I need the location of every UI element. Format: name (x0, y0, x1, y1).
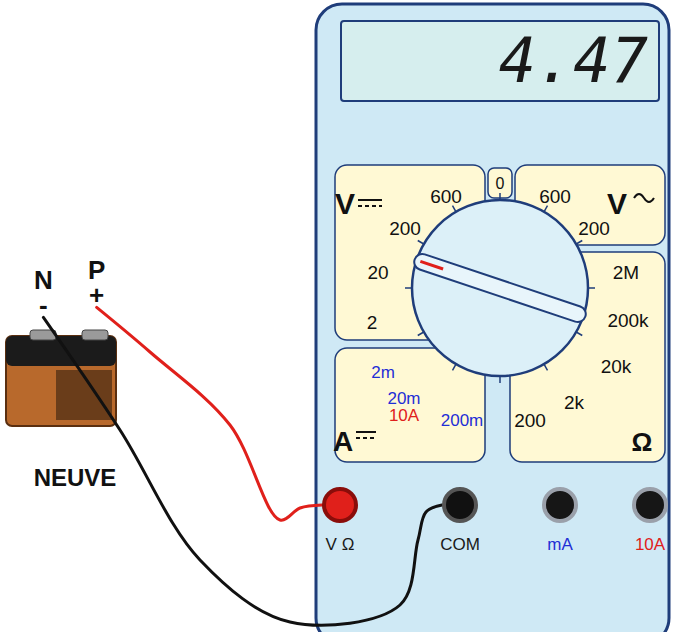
dial-tick (418, 241, 424, 245)
dial-tick (576, 241, 582, 245)
off-position: 0 (496, 176, 505, 192)
range-value: 200 (578, 219, 610, 238)
dial-ticks (405, 193, 595, 383)
range-value: 2 (367, 313, 378, 332)
range-value: 200 (514, 411, 546, 430)
battery-body (6, 336, 116, 426)
display-reading: 4.47 (352, 22, 648, 100)
dial-tick (588, 287, 595, 289)
polarity-sign: + (88, 283, 105, 308)
range-value: 20 (367, 263, 388, 282)
terminal-name: P (88, 258, 105, 283)
jack-label: COM (440, 535, 480, 555)
jack-label: 10A (635, 535, 665, 555)
lcd-display: 4.47 (340, 20, 660, 102)
range-value: 600 (430, 187, 462, 206)
dc-symbol (358, 200, 382, 206)
dial-tick (453, 364, 457, 370)
range-value: 200k (607, 311, 648, 330)
red-test-lead (97, 307, 322, 520)
mode-symbol: Ω (632, 429, 653, 455)
ac-symbol (634, 194, 654, 202)
positive-terminal (82, 330, 108, 340)
range-value: 2M (613, 263, 639, 282)
dial-tick (544, 364, 548, 370)
dial-tick (418, 332, 424, 336)
dial (412, 200, 588, 376)
terminal-label: P+ (84, 258, 109, 307)
jack-label: mA (547, 535, 573, 555)
jack-label: V Ω (326, 535, 355, 555)
range-value: 200 (389, 219, 421, 238)
range-value: 2m (371, 364, 395, 381)
input-jack: 10A (632, 487, 668, 523)
dial-tick (544, 206, 548, 212)
terminal-label: N- (30, 268, 57, 317)
state-caption: NEUVE (34, 466, 117, 490)
range-value: 20m (387, 390, 420, 407)
range-value: 20k (601, 357, 632, 376)
range-value: 600 (539, 187, 571, 206)
polarity-sign: - (34, 293, 53, 318)
dial-tick (405, 287, 412, 289)
range-value: 10A (389, 407, 419, 424)
input-jack: mA (542, 487, 578, 523)
mode-symbol: V (335, 189, 355, 219)
terminal-name: N (34, 268, 53, 293)
dial-tick (499, 376, 501, 383)
input-jack: V Ω (322, 487, 358, 523)
mode-symbol: A (333, 428, 353, 456)
mode-symbol: V (607, 189, 627, 219)
dial-tick (499, 193, 501, 200)
dial-pointer (412, 252, 588, 324)
meter-body (316, 4, 669, 632)
range-value: 200m (441, 412, 484, 429)
dc-symbol (356, 432, 376, 438)
range-value: 2k (564, 393, 584, 412)
dial-tick (453, 206, 457, 212)
dial-tick (576, 332, 582, 336)
input-jack: COM (442, 487, 478, 523)
